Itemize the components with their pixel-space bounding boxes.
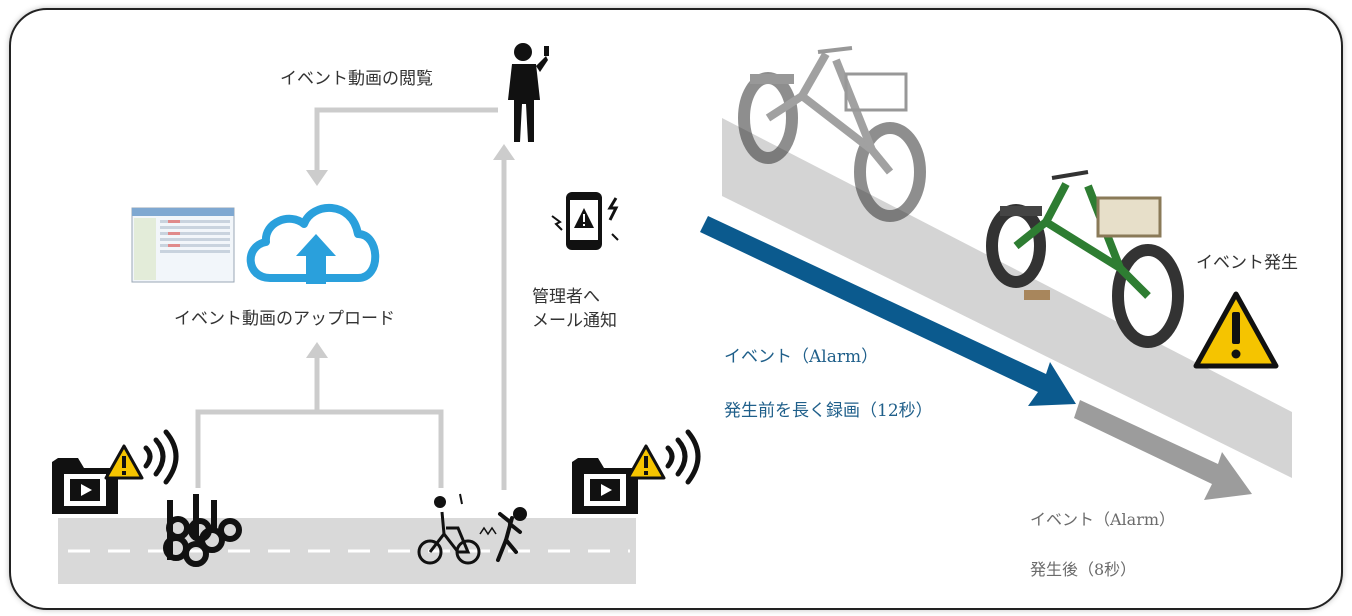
after-event-label-line2: 発生後（8秒）	[1030, 560, 1137, 579]
wifi-icon	[143, 429, 179, 485]
warning-icon	[1193, 291, 1279, 369]
after-event-arrow	[1074, 400, 1252, 500]
event-occurred-label: イベント発生	[1196, 253, 1298, 273]
connector-notify	[493, 144, 515, 490]
before-event-label-line1: イベント（Alarm）	[724, 347, 879, 367]
after-event-label-line1: イベント（Alarm）	[1030, 510, 1176, 529]
phone-alert-icon	[551, 192, 619, 250]
video-folder-icon	[572, 458, 638, 514]
parked-bicycles-icon	[163, 494, 242, 567]
before-event-label-line2: 発生前を長く録画（12秒）	[724, 401, 933, 421]
before-event-arrow	[700, 216, 1076, 406]
viewer-app-screenshot	[131, 207, 235, 283]
bicycle-icon	[738, 46, 926, 222]
warning-icon	[626, 444, 666, 480]
view-event-video-label: イベント動画の閲覧	[280, 69, 433, 89]
bicycle-icon	[986, 170, 1184, 348]
slope-road	[722, 118, 1292, 478]
person-phone-icon	[508, 43, 549, 142]
notify-admin-label-line2: メール通知	[532, 311, 617, 331]
connector-view	[306, 107, 498, 186]
video-folder-icon	[52, 458, 118, 514]
upload-event-video-label: イベント動画のアップロード	[174, 309, 395, 329]
wifi-icon	[665, 429, 701, 485]
warning-icon	[104, 444, 144, 480]
notify-admin-label-line1: 管理者へ	[532, 287, 600, 307]
connector-upload	[195, 342, 444, 488]
cloud-upload-icon	[246, 204, 380, 284]
bicycle-accident-icon	[417, 493, 527, 565]
road	[58, 518, 636, 584]
